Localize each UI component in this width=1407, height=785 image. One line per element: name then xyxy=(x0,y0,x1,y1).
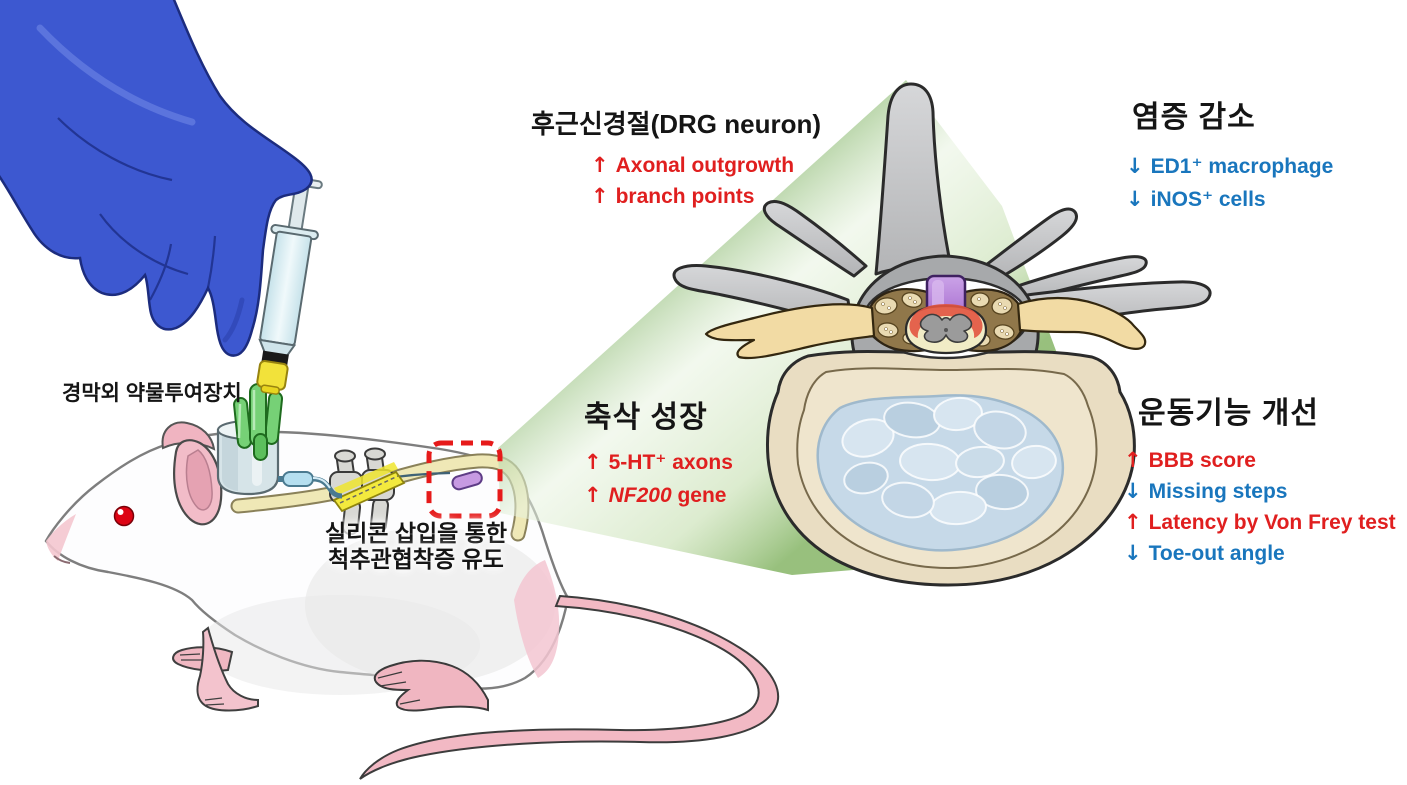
nucleus-lumps xyxy=(841,396,1057,526)
inflammation-annotation-block: 염증 감소 ↓ED1⁺ macrophage ↓iNOS⁺ cells xyxy=(1126,92,1333,216)
catheter-sleeve xyxy=(282,471,314,487)
up-arrow-icon: ↑ xyxy=(591,184,609,208)
down-arrow-icon: ↓ xyxy=(1124,541,1142,565)
vertebra-cross-section xyxy=(672,82,1212,587)
glove-creases xyxy=(57,117,217,301)
rat-eye xyxy=(113,505,135,527)
stat-line-nf200-gene: ↑NF200 gene xyxy=(584,483,727,507)
syringe xyxy=(256,175,323,395)
stat-line-axonal-outgrowth: ↑Axonal outgrowth xyxy=(591,153,795,177)
injection-port xyxy=(216,383,343,499)
implant-highlight xyxy=(932,280,944,310)
catheter-tube-highlight xyxy=(312,477,331,489)
left-nerve-root xyxy=(704,303,876,360)
drg-title: 후근신경절(DRG neuron) xyxy=(531,109,822,139)
stat-line-branch-points: ↑branch points xyxy=(591,184,755,208)
device-label: 경막외 약물투여장치 xyxy=(62,382,242,405)
ear-inner-fold xyxy=(185,449,213,511)
stat-line-toe-out-angle: ↓Toe-out angle xyxy=(1124,541,1285,565)
connector-highlights xyxy=(237,390,256,439)
suture-dashed-line xyxy=(339,475,399,504)
up-arrow-icon: ↑ xyxy=(591,153,609,177)
central-canal-dot xyxy=(944,328,948,332)
gloved-hand xyxy=(0,0,313,357)
axon-title: 축삭 성장 xyxy=(584,401,708,434)
up-arrow-icon: ↑ xyxy=(584,483,602,507)
ligament-band-2 xyxy=(334,462,398,495)
eye-highlight xyxy=(117,509,124,515)
rat-tail xyxy=(359,594,780,780)
syringe-barrel xyxy=(259,230,313,346)
mouth-line xyxy=(53,555,71,564)
stat-line-bbb-score: ↑BBB score xyxy=(1124,448,1256,472)
rump-pink-patch xyxy=(514,560,560,678)
drg-annotation-block: 후근신경절(DRG neuron) ↑Axonal outgrowth ↑bra… xyxy=(531,104,821,212)
up-arrow-icon: ↑ xyxy=(1124,510,1142,534)
up-arrow-icon: ↑ xyxy=(1124,448,1142,472)
stat-line-von-frey-latency: ↑Latency by Von Frey test xyxy=(1124,510,1396,534)
motor-annotation-block: 운동기능 개선 ↑BBB score ↓Missing steps ↑Laten… xyxy=(1124,388,1396,569)
cup-shading xyxy=(222,434,238,491)
silicone-label-line1: 실리콘 삽입을 통한 xyxy=(324,520,508,546)
front-leg-near xyxy=(196,626,259,712)
stat-line-5ht-axons: ↑5-HT⁺ axons xyxy=(584,450,733,474)
rat xyxy=(44,421,780,780)
up-arrow-icon: ↑ xyxy=(584,450,602,474)
hind-foot xyxy=(373,659,489,712)
hub-tip xyxy=(260,384,280,395)
cord-inflamed-halo xyxy=(909,304,983,338)
left-superior-process xyxy=(762,199,868,278)
glove xyxy=(0,0,313,357)
silicone-induction-label: 실리콘 삽입을 통한 척추관협착증 유도 xyxy=(316,520,516,572)
paw-toes xyxy=(204,697,225,706)
down-arrow-icon: ↓ xyxy=(1126,154,1144,178)
silicone-label-line2: 척추관협착증 유도 xyxy=(328,546,504,572)
silicone-implant-pill xyxy=(451,470,483,491)
inflammation-title: 염증 감소 xyxy=(1132,101,1256,134)
paw-toes xyxy=(377,671,421,705)
finger-shadow xyxy=(222,297,245,343)
right-superior-process xyxy=(980,207,1078,282)
stat-line-ed1-macrophage: ↓ED1⁺ macrophage xyxy=(1126,154,1334,178)
stat-line-missing-steps: ↓Missing steps xyxy=(1124,479,1288,503)
down-arrow-icon: ↓ xyxy=(1126,187,1144,211)
rat-nose xyxy=(46,514,76,561)
roi-dashed-box xyxy=(426,440,503,519)
stat-line-inos-cells: ↓iNOS⁺ cells xyxy=(1126,187,1266,211)
right-nerve-root xyxy=(1016,296,1147,351)
motor-title: 운동기능 개선 xyxy=(1138,397,1319,430)
axon-annotation-block: 축삭 성장 ↑5-HT⁺ axons ↑NF200 gene xyxy=(584,392,733,512)
down-arrow-icon: ↓ xyxy=(1124,479,1142,503)
glove-highlight xyxy=(36,24,196,126)
paw-toes xyxy=(179,653,202,661)
